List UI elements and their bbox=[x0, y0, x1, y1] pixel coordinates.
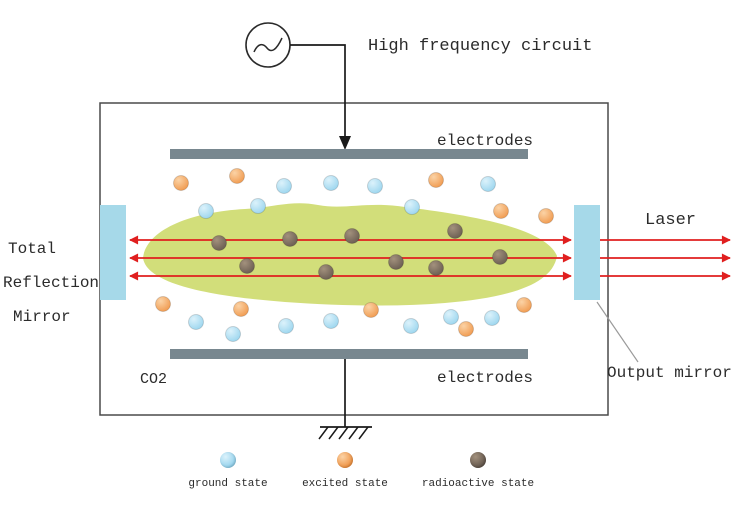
particle-excited-state bbox=[233, 301, 249, 317]
total-reflection-mirror bbox=[100, 205, 126, 300]
electrodes-bottom-label: electrodes bbox=[437, 369, 534, 387]
output-mirror-label: Output mirror bbox=[607, 364, 732, 382]
legend-label-radioactive-state: radioactive state bbox=[421, 478, 535, 490]
ground-wire bbox=[320, 359, 372, 428]
particle-layer bbox=[155, 168, 554, 342]
particle-excited-state bbox=[363, 302, 379, 318]
mirror-label-line: Total bbox=[8, 240, 57, 258]
particle-ground-state bbox=[404, 199, 420, 215]
legend-item-ground-state: ground state bbox=[183, 452, 273, 490]
radioactive-state-dot bbox=[470, 452, 486, 468]
particle-excited-state bbox=[428, 172, 444, 188]
particle-excited-state bbox=[516, 297, 532, 313]
output-mirror bbox=[574, 205, 600, 300]
particle-ground-state bbox=[278, 318, 294, 334]
co2-gas-label: CO2 bbox=[140, 371, 168, 388]
ground-symbol bbox=[318, 426, 369, 440]
ac-source-icon bbox=[245, 22, 291, 68]
particle-ground-state bbox=[480, 176, 496, 192]
particle-ground-state bbox=[367, 178, 383, 194]
legend-label-excited-state: excited state bbox=[302, 478, 388, 490]
mirror-label-line: Reflection bbox=[3, 274, 100, 292]
particle-radioactive-state bbox=[388, 254, 404, 270]
total-reflection-mirror-label: Total Reflection Mirror bbox=[0, 232, 104, 334]
particle-ground-state bbox=[323, 175, 339, 191]
particle-excited-state bbox=[538, 208, 554, 224]
top-electrode bbox=[170, 149, 528, 159]
particle-excited-state bbox=[155, 296, 171, 312]
legend-item-radioactive-state: radioactive state bbox=[415, 452, 541, 490]
excited-state-dot bbox=[337, 452, 353, 468]
hf-wire bbox=[290, 44, 346, 137]
particle-radioactive-state bbox=[344, 228, 360, 244]
output-mirror-pointer-line bbox=[596, 301, 639, 363]
particle-radioactive-state bbox=[318, 264, 334, 280]
particle-ground-state bbox=[403, 318, 419, 334]
particle-radioactive-state bbox=[492, 249, 508, 265]
particle-radioactive-state bbox=[211, 235, 227, 251]
particle-radioactive-state bbox=[447, 223, 463, 239]
particle-ground-state bbox=[484, 310, 500, 326]
particle-ground-state bbox=[198, 203, 214, 219]
legend-item-excited-state: excited state bbox=[297, 452, 393, 490]
electrodes-top-label: electrodes bbox=[437, 132, 534, 150]
particle-excited-state bbox=[173, 175, 189, 191]
particle-excited-state bbox=[458, 321, 474, 337]
particle-ground-state bbox=[443, 309, 459, 325]
particle-radioactive-state bbox=[239, 258, 255, 274]
particle-excited-state bbox=[493, 203, 509, 219]
particle-ground-state bbox=[250, 198, 266, 214]
high-frequency-circuit-label: High frequency circuit bbox=[368, 37, 593, 56]
particle-excited-state bbox=[229, 168, 245, 184]
legend-label-ground-state: ground state bbox=[188, 478, 268, 490]
particle-ground-state bbox=[225, 326, 241, 342]
bottom-electrode bbox=[170, 349, 528, 359]
particle-radioactive-state bbox=[282, 231, 298, 247]
mirror-label-line: Mirror bbox=[13, 308, 71, 326]
particle-radioactive-state bbox=[428, 260, 444, 276]
particle-ground-state bbox=[188, 314, 204, 330]
ground-state-dot bbox=[220, 452, 236, 468]
wire-arrowhead-down bbox=[339, 136, 351, 150]
particle-ground-state bbox=[276, 178, 292, 194]
laser-label: Laser bbox=[645, 211, 697, 230]
particle-ground-state bbox=[323, 313, 339, 329]
sine-wave-icon bbox=[253, 37, 283, 53]
